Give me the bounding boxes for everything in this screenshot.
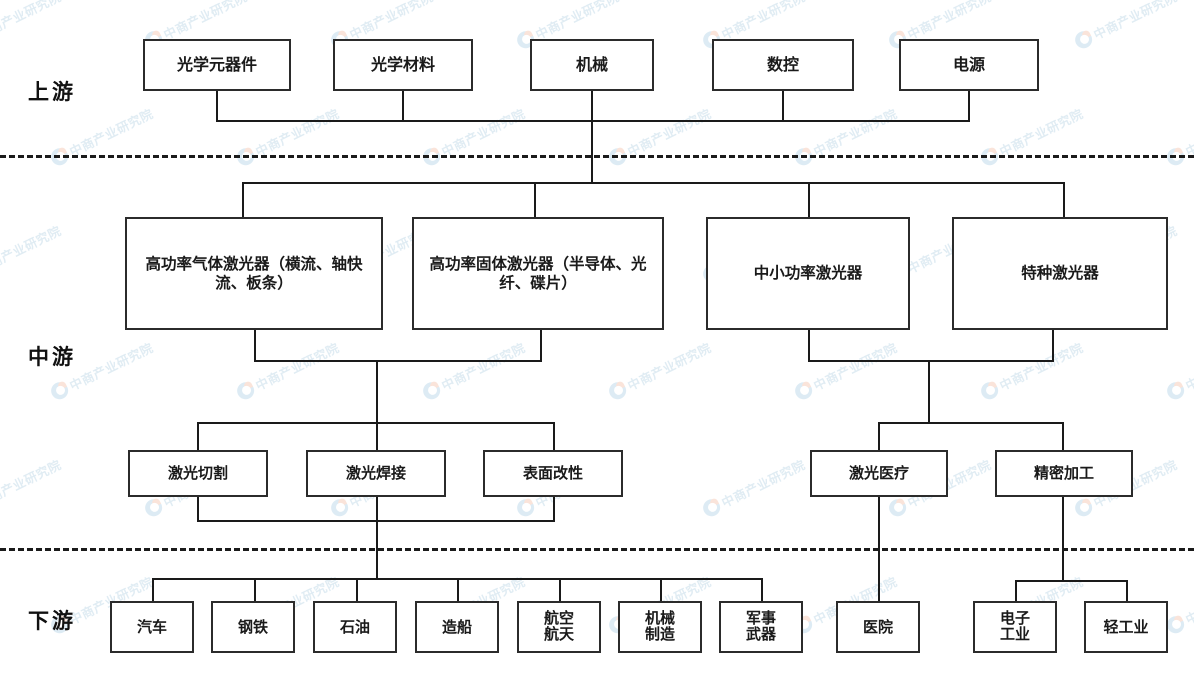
- connector-surface-treatment-drop: [553, 422, 555, 451]
- connector-steel-drop: [254, 578, 256, 602]
- divider-midstream-downstream: [0, 548, 1194, 551]
- connector-medium-small-laser-drop: [808, 182, 810, 217]
- node-light-industry[interactable]: 轻工业: [1084, 601, 1168, 653]
- node-machinery[interactable]: 机械: [530, 39, 654, 91]
- node-optical-materials[interactable]: 光学材料: [333, 39, 473, 91]
- connector-left-laser-trunk: [376, 360, 378, 424]
- connector-laser-welding-drop: [376, 422, 378, 451]
- connector-automobile-drop: [152, 578, 154, 602]
- connector-precision-machining-out: [1062, 497, 1064, 582]
- connector-petroleum-drop: [356, 578, 358, 602]
- node-surface-treatment[interactable]: 表面改性: [483, 450, 623, 497]
- node-high-power-gas-laser[interactable]: 高功率气体激光器（横流、轴快流、板条）: [125, 217, 383, 330]
- node-laser-cutting[interactable]: 激光切割: [128, 450, 268, 497]
- node-automobile[interactable]: 汽车: [110, 601, 194, 653]
- divider-upstream-midstream: [0, 155, 1194, 158]
- connector-left-laser-merge-bar: [254, 360, 542, 362]
- connector-optical-materials-drop: [402, 91, 404, 122]
- connector-special-laser-drop: [1063, 182, 1065, 217]
- node-aerospace[interactable]: 航空航天: [517, 601, 601, 653]
- connector-precision-machining-drop: [1062, 422, 1064, 451]
- connector-solid-laser-drop: [534, 182, 536, 217]
- connector-gas-laser-out: [254, 330, 256, 362]
- node-military-weapons[interactable]: 军事武器: [719, 601, 803, 653]
- node-precision-machining[interactable]: 精密加工: [995, 450, 1133, 497]
- connector-special-laser-out: [1052, 330, 1054, 362]
- node-steel[interactable]: 钢铁: [211, 601, 295, 653]
- connector-right-laser-merge-bar: [808, 360, 1054, 362]
- connector-military-weapons-drop: [761, 578, 763, 602]
- connector-upstream-bus: [216, 120, 970, 122]
- connector-right-laser-trunk: [928, 360, 930, 424]
- connector-power-supply-drop: [968, 91, 970, 122]
- connector-gas-laser-drop: [242, 182, 244, 217]
- connector-shipbuilding-drop: [457, 578, 459, 602]
- node-electronics-industry[interactable]: 电子工业: [973, 601, 1057, 653]
- connector-medium-small-laser-out: [808, 330, 810, 362]
- connector-light-industry-drop: [1126, 580, 1128, 602]
- connector-machinery-drop: [591, 91, 593, 122]
- node-shipbuilding[interactable]: 造船: [415, 601, 499, 653]
- connector-surface-treatment-out: [553, 497, 555, 522]
- node-machinery-mfg[interactable]: 机械制造: [618, 601, 702, 653]
- connector-optical-components-drop: [216, 91, 218, 122]
- connector-cnc-drop: [782, 91, 784, 122]
- node-laser-medical[interactable]: 激光医疗: [810, 450, 948, 497]
- connector-downstream-right-bus: [1015, 580, 1128, 582]
- connector-laser-medical-drop: [878, 422, 880, 451]
- connector-laser-cutting-out: [197, 497, 199, 522]
- tier-label-midstream: 中游: [28, 345, 76, 369]
- connector-upstream-to-midstream-trunk: [591, 120, 593, 184]
- node-special-laser[interactable]: 特种激光器: [952, 217, 1168, 330]
- node-power-supply[interactable]: 电源: [899, 39, 1039, 91]
- tier-label-downstream: 下游: [28, 609, 76, 633]
- connector-solid-laser-out: [540, 330, 542, 362]
- tier-label-upstream: 上游: [28, 80, 76, 104]
- node-medium-small-power-laser[interactable]: 中小功率激光器: [706, 217, 910, 330]
- connector-machinery-mfg-drop: [660, 578, 662, 602]
- connector-laser-cutting-drop: [197, 422, 199, 451]
- node-hospital[interactable]: 医院: [836, 601, 920, 653]
- connector-right-application-bus: [878, 422, 1064, 424]
- node-high-power-solid-laser[interactable]: 高功率固体激光器（半导体、光纤、碟片）: [412, 217, 664, 330]
- node-laser-welding[interactable]: 激光焊接: [306, 450, 446, 497]
- connector-aerospace-drop: [559, 578, 561, 602]
- connector-midstream-bus: [242, 182, 1064, 184]
- node-optical-components[interactable]: 光学元器件: [143, 39, 291, 91]
- connector-electronics-drop: [1015, 580, 1017, 602]
- node-cnc[interactable]: 数控: [712, 39, 854, 91]
- connector-laser-welding-out: [376, 497, 378, 522]
- node-petroleum[interactable]: 石油: [313, 601, 397, 653]
